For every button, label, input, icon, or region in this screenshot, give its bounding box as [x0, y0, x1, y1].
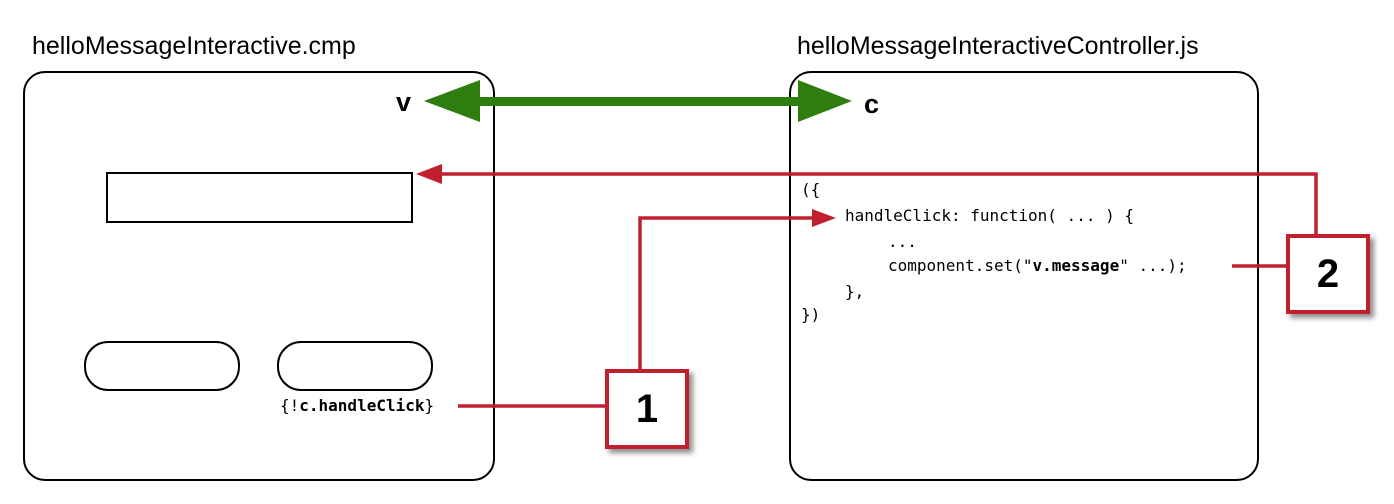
code-line-1: ({ [801, 180, 821, 199]
controller-letter: c [864, 89, 880, 119]
view-controller-link-arrow [424, 80, 852, 122]
button-right[interactable] [277, 341, 433, 391]
code-line-4-key: v.message [1032, 256, 1120, 275]
code-line-4-post: " ...); [1119, 256, 1187, 275]
code-line-2: handleClick: function( ... ) { [845, 206, 1134, 225]
controller-panel [789, 71, 1259, 481]
handler-expression-name: c.handleClick [299, 396, 425, 415]
message-text-field [106, 172, 413, 223]
step-2-badge: 2 [1286, 234, 1370, 314]
step-1-connector [458, 216, 822, 408]
step-1-badge: 1 [605, 369, 689, 449]
handler-expression-close: } [424, 396, 435, 415]
code-line-5: }, [845, 282, 865, 301]
step-1-arrowhead [812, 209, 836, 227]
handler-expression-open: {! [280, 396, 300, 415]
handler-expression: {!c.handleClick} [280, 396, 434, 416]
code-line-4: component.set("v.message" ...); [888, 256, 1187, 276]
view-filename: helloMessageInteractive.cmp [32, 32, 356, 60]
button-left[interactable] [84, 341, 240, 391]
code-line-6: }) [801, 305, 821, 324]
controller-filename: helloMessageInteractiveController.js [797, 32, 1199, 60]
code-line-3: ... [888, 232, 917, 251]
step-2-arrowhead [416, 164, 442, 184]
view-letter: v [396, 87, 412, 117]
view-panel [23, 71, 495, 481]
step-2-connector [430, 172, 1318, 268]
code-line-4-pre: component.set(" [888, 256, 1033, 275]
